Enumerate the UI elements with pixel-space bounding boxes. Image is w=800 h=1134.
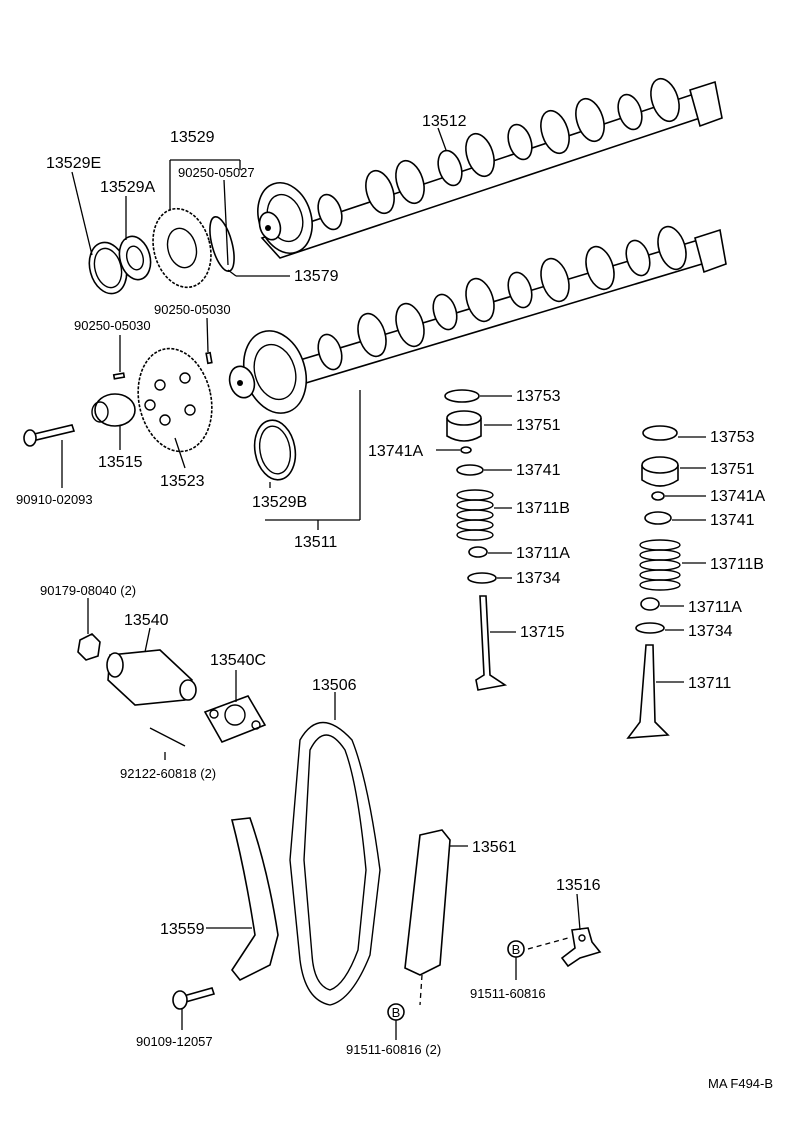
marker-b-right-text: B	[512, 942, 521, 957]
label-13529e: 13529E	[46, 155, 101, 172]
marker-b-right: B	[507, 940, 525, 958]
chain-damper-13561	[404, 829, 451, 976]
label-13753-center: 13753	[516, 388, 561, 405]
pin-90250-05030-left	[112, 372, 126, 380]
label-90179-08040: 90179-08040 (2)	[40, 583, 136, 598]
label-13734-center: 13734	[516, 570, 561, 587]
tensioner-13540	[106, 649, 197, 706]
leader-lines	[61, 127, 706, 1040]
label-13523: 13523	[160, 473, 205, 490]
label-91511-60816-right: 91511-60816	[470, 986, 546, 1001]
label-13506: 13506	[312, 677, 357, 694]
label-92122-60818: 92122-60818 (2)	[120, 766, 216, 781]
valve-stack-right	[626, 425, 681, 739]
stud-92122-60818	[149, 727, 186, 747]
label-90250-05030-left: 90250-05030	[74, 318, 151, 333]
label-13511: 13511	[294, 534, 337, 551]
bolt-90910-02093	[23, 424, 76, 447]
label-90250-05030-right: 90250-05030	[154, 302, 231, 317]
timing-chain-13506	[289, 722, 381, 1006]
label-13579: 13579	[294, 268, 339, 285]
label-13741a-right: 13741A	[710, 488, 765, 505]
hub-13515	[91, 393, 136, 427]
label-13529a: 13529A	[100, 179, 155, 196]
bracket-13516	[560, 927, 602, 968]
figure-code: MA F494-B	[708, 1076, 773, 1091]
label-13559: 13559	[160, 921, 205, 938]
camshaft-lower-13511	[228, 225, 727, 414]
wave-washer-13529a	[118, 235, 152, 281]
label-13561: 13561	[472, 839, 517, 856]
label-13529b: 13529B	[252, 494, 307, 511]
part-labels: 13529E 13529A 13529 90250-05027 13579 13…	[16, 113, 773, 1091]
label-13741-right: 13741	[710, 512, 755, 529]
label-13753-right: 13753	[710, 429, 755, 446]
nut-90179-08040	[77, 633, 101, 661]
gear-13529	[152, 207, 237, 289]
label-13711b-center: 13711B	[516, 500, 570, 517]
bolt-90109-12057	[172, 987, 216, 1010]
label-13751-right: 13751	[710, 461, 755, 478]
snap-ring-13529b	[253, 419, 297, 481]
label-13741a-center: 13741A	[368, 443, 423, 460]
label-13715: 13715	[520, 624, 565, 641]
label-13711b-right: 13711B	[710, 556, 764, 573]
label-91511-60816-lower: 91511-60816 (2)	[346, 1042, 441, 1057]
label-13512: 13512	[422, 113, 467, 130]
label-90910-02093: 90910-02093	[16, 492, 93, 507]
label-13515: 13515	[98, 454, 143, 471]
gear-13523	[137, 347, 213, 453]
chain-guide-13559	[230, 817, 279, 982]
label-13540c: 13540C	[210, 652, 266, 669]
label-13529: 13529	[170, 129, 215, 146]
label-13711a-right: 13711A	[688, 599, 742, 616]
gasket-13540c	[203, 695, 267, 743]
label-13711a-center: 13711A	[516, 545, 570, 562]
marker-b-lower-text: B	[392, 1005, 401, 1020]
label-90250-05027: 90250-05027	[178, 165, 255, 180]
marker-b-lower: B	[387, 1003, 405, 1021]
label-13751-center: 13751	[516, 417, 561, 434]
label-13516: 13516	[556, 877, 601, 894]
camshaft-upper-13512	[257, 77, 723, 259]
valve-stack-center	[444, 389, 508, 691]
label-13540: 13540	[124, 612, 169, 629]
label-90109-12057: 90109-12057	[136, 1034, 213, 1049]
label-13711: 13711	[688, 675, 731, 692]
pin-90250-05030-right	[205, 351, 213, 365]
label-13734-right: 13734	[688, 623, 733, 640]
label-13741-center: 13741	[516, 462, 561, 479]
